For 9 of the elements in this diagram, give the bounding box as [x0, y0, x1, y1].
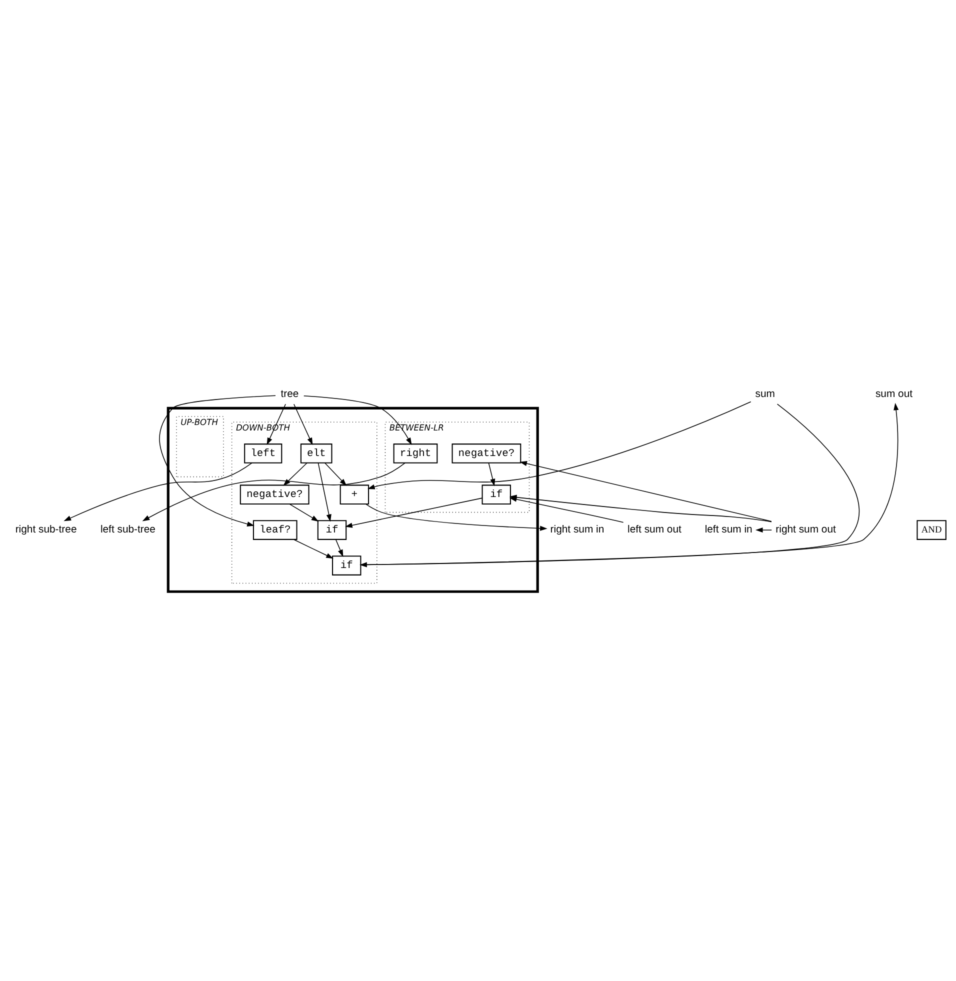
- node-text: sum: [754, 389, 774, 400]
- node-text: tree: [280, 389, 298, 400]
- node-text: right sum in: [550, 524, 604, 536]
- node-text: right sum out: [775, 524, 836, 536]
- node-text: left sum in: [704, 524, 752, 536]
- node-text: left sum out: [627, 524, 681, 536]
- node-text: left sub-tree: [100, 524, 155, 536]
- node-text: sum out: [874, 389, 912, 400]
- node-text: right sub-tree: [14, 524, 76, 536]
